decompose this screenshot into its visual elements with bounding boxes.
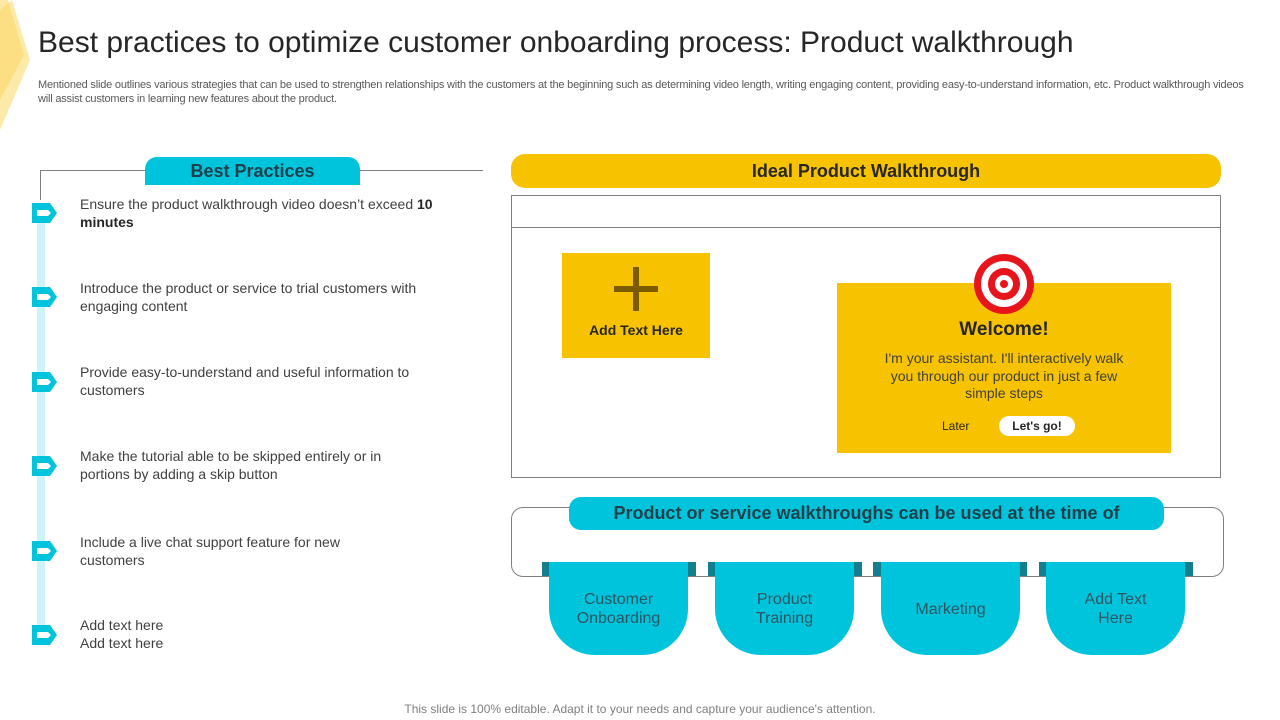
lets-go-button[interactable]: Let's go! (999, 416, 1075, 436)
tag-marker-icon (32, 625, 57, 645)
practice-item-5: Include a live chat support feature for … (80, 534, 340, 568)
tab-customer-onboarding[interactable]: Customer Onboarding (549, 562, 688, 655)
welcome-title: Welcome! (959, 319, 1049, 340)
walkthrough-frame-divider (511, 227, 1221, 228)
tag-marker-icon (32, 456, 57, 476)
corner-decoration (0, 0, 30, 130)
timeline-bar (37, 213, 45, 635)
best-practices-left-line (40, 170, 41, 200)
tag-marker-icon (32, 541, 57, 561)
page-title: Best practices to optimize customer onbo… (38, 26, 1074, 59)
walkthrough-frame (511, 195, 1221, 478)
add-text-label: Add Text Here (589, 322, 683, 338)
later-button[interactable]: Later (942, 419, 970, 433)
tab-marketing[interactable]: Marketing (881, 562, 1020, 655)
plus-icon (614, 267, 658, 311)
practice-item-4: Make the tutorial able to be skipped ent… (80, 448, 382, 482)
tab-label: Product Training (755, 591, 814, 627)
tab-label: Add Text Here (1084, 591, 1147, 627)
practice-item-2: Introduce the product or service to tria… (80, 280, 417, 314)
tag-marker-icon (32, 372, 57, 392)
practice-item-1: Ensure the product walkthrough video doe… (80, 196, 433, 230)
page-subtitle: Mentioned slide outlines various strateg… (38, 79, 1244, 105)
best-practices-header: Best Practices (145, 157, 360, 185)
tab-product-training[interactable]: Product Training (715, 562, 854, 655)
tab-label: Customer Onboarding (576, 591, 661, 627)
practice-item-6: Add text here Add text here (80, 617, 164, 651)
tag-marker-icon (32, 203, 57, 223)
tab-add-text[interactable]: Add Text Here (1046, 562, 1185, 655)
usage-header: Product or service walkthroughs can be u… (569, 497, 1164, 530)
tab-label: Marketing (915, 601, 986, 618)
footer-note: This slide is 100% editable. Adapt it to… (404, 702, 876, 716)
add-text-card[interactable]: Add Text Here (562, 253, 710, 358)
welcome-message: I'm your assistant. I'll interactively w… (884, 350, 1124, 401)
target-icon (974, 254, 1034, 314)
ideal-walkthrough-header: Ideal Product Walkthrough (511, 154, 1221, 188)
tag-marker-icon (32, 287, 57, 307)
practice-item-3: Provide easy-to-understand and useful in… (80, 364, 410, 398)
